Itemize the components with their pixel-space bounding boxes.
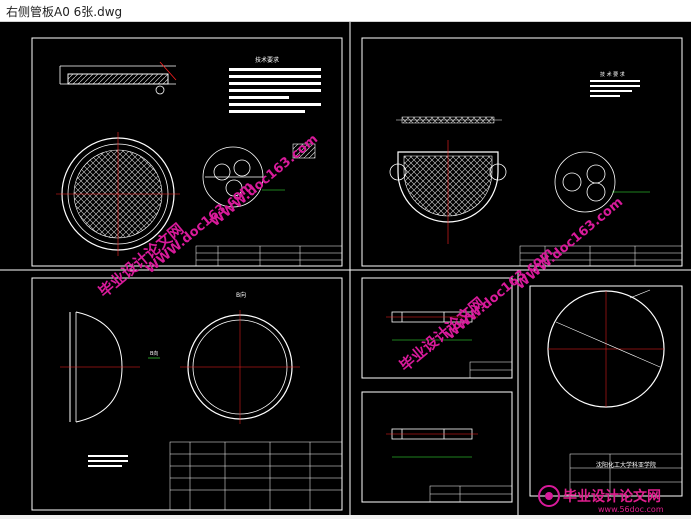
sheet-1: 技术要求 bbox=[31, 37, 343, 267]
watermark-url: WWW.doc163.com bbox=[513, 195, 626, 293]
notes-title: 技术要求 bbox=[255, 56, 279, 64]
window-title: 右侧管板A0 6张.dwg bbox=[6, 5, 123, 19]
title-block-2 bbox=[519, 245, 683, 267]
title-block-text: 沈阳化工大学科亚学院 bbox=[596, 461, 656, 469]
footer-logo: 毕业设计论文网 www.56doc.com bbox=[538, 485, 664, 514]
tube-part-view-2 bbox=[386, 428, 478, 440]
watermark-url: WWW.doc163.com bbox=[208, 132, 321, 230]
head-section-view bbox=[389, 140, 507, 244]
drawing-canvas[interactable]: 技术要求 bbox=[0, 22, 691, 515]
footer-logo-text: 毕业设计论文网 bbox=[563, 488, 661, 505]
tube-part-view bbox=[386, 311, 478, 323]
ring-view bbox=[180, 310, 300, 424]
sheet-6: 沈阳化工大学科亚学院 bbox=[529, 285, 683, 497]
notes-title-2: 技 术 要 求 bbox=[600, 71, 625, 78]
sheet-3: B向 B向 bbox=[31, 277, 343, 511]
sheet-2: 技 术 要 求 bbox=[361, 37, 683, 267]
title-bar: 右侧管板A0 6张.dwg bbox=[0, 0, 691, 22]
title-block-6 bbox=[569, 453, 683, 497]
section-label: B向 bbox=[236, 291, 246, 299]
sheet-dividers bbox=[0, 22, 691, 515]
parts-table-3 bbox=[169, 441, 343, 511]
detail-circle bbox=[202, 146, 264, 208]
sheet-4 bbox=[361, 277, 513, 379]
tube-plate-view bbox=[56, 132, 180, 256]
title-block-1 bbox=[195, 245, 343, 267]
footer-logo-url: www.56doc.com bbox=[598, 505, 664, 514]
head-side-view bbox=[60, 311, 140, 423]
side-label: B向 bbox=[150, 350, 158, 357]
baffle-view bbox=[547, 289, 665, 408]
detail-circle-2 bbox=[554, 151, 616, 213]
tube-row bbox=[396, 116, 502, 124]
sheet-5 bbox=[361, 391, 513, 503]
watermark-group: 毕业设计论文网 WWW.doc163.com 毕业设计论文网 WWW.doc16… bbox=[95, 132, 626, 375]
drawing-svg: 技术要求 bbox=[0, 22, 691, 515]
